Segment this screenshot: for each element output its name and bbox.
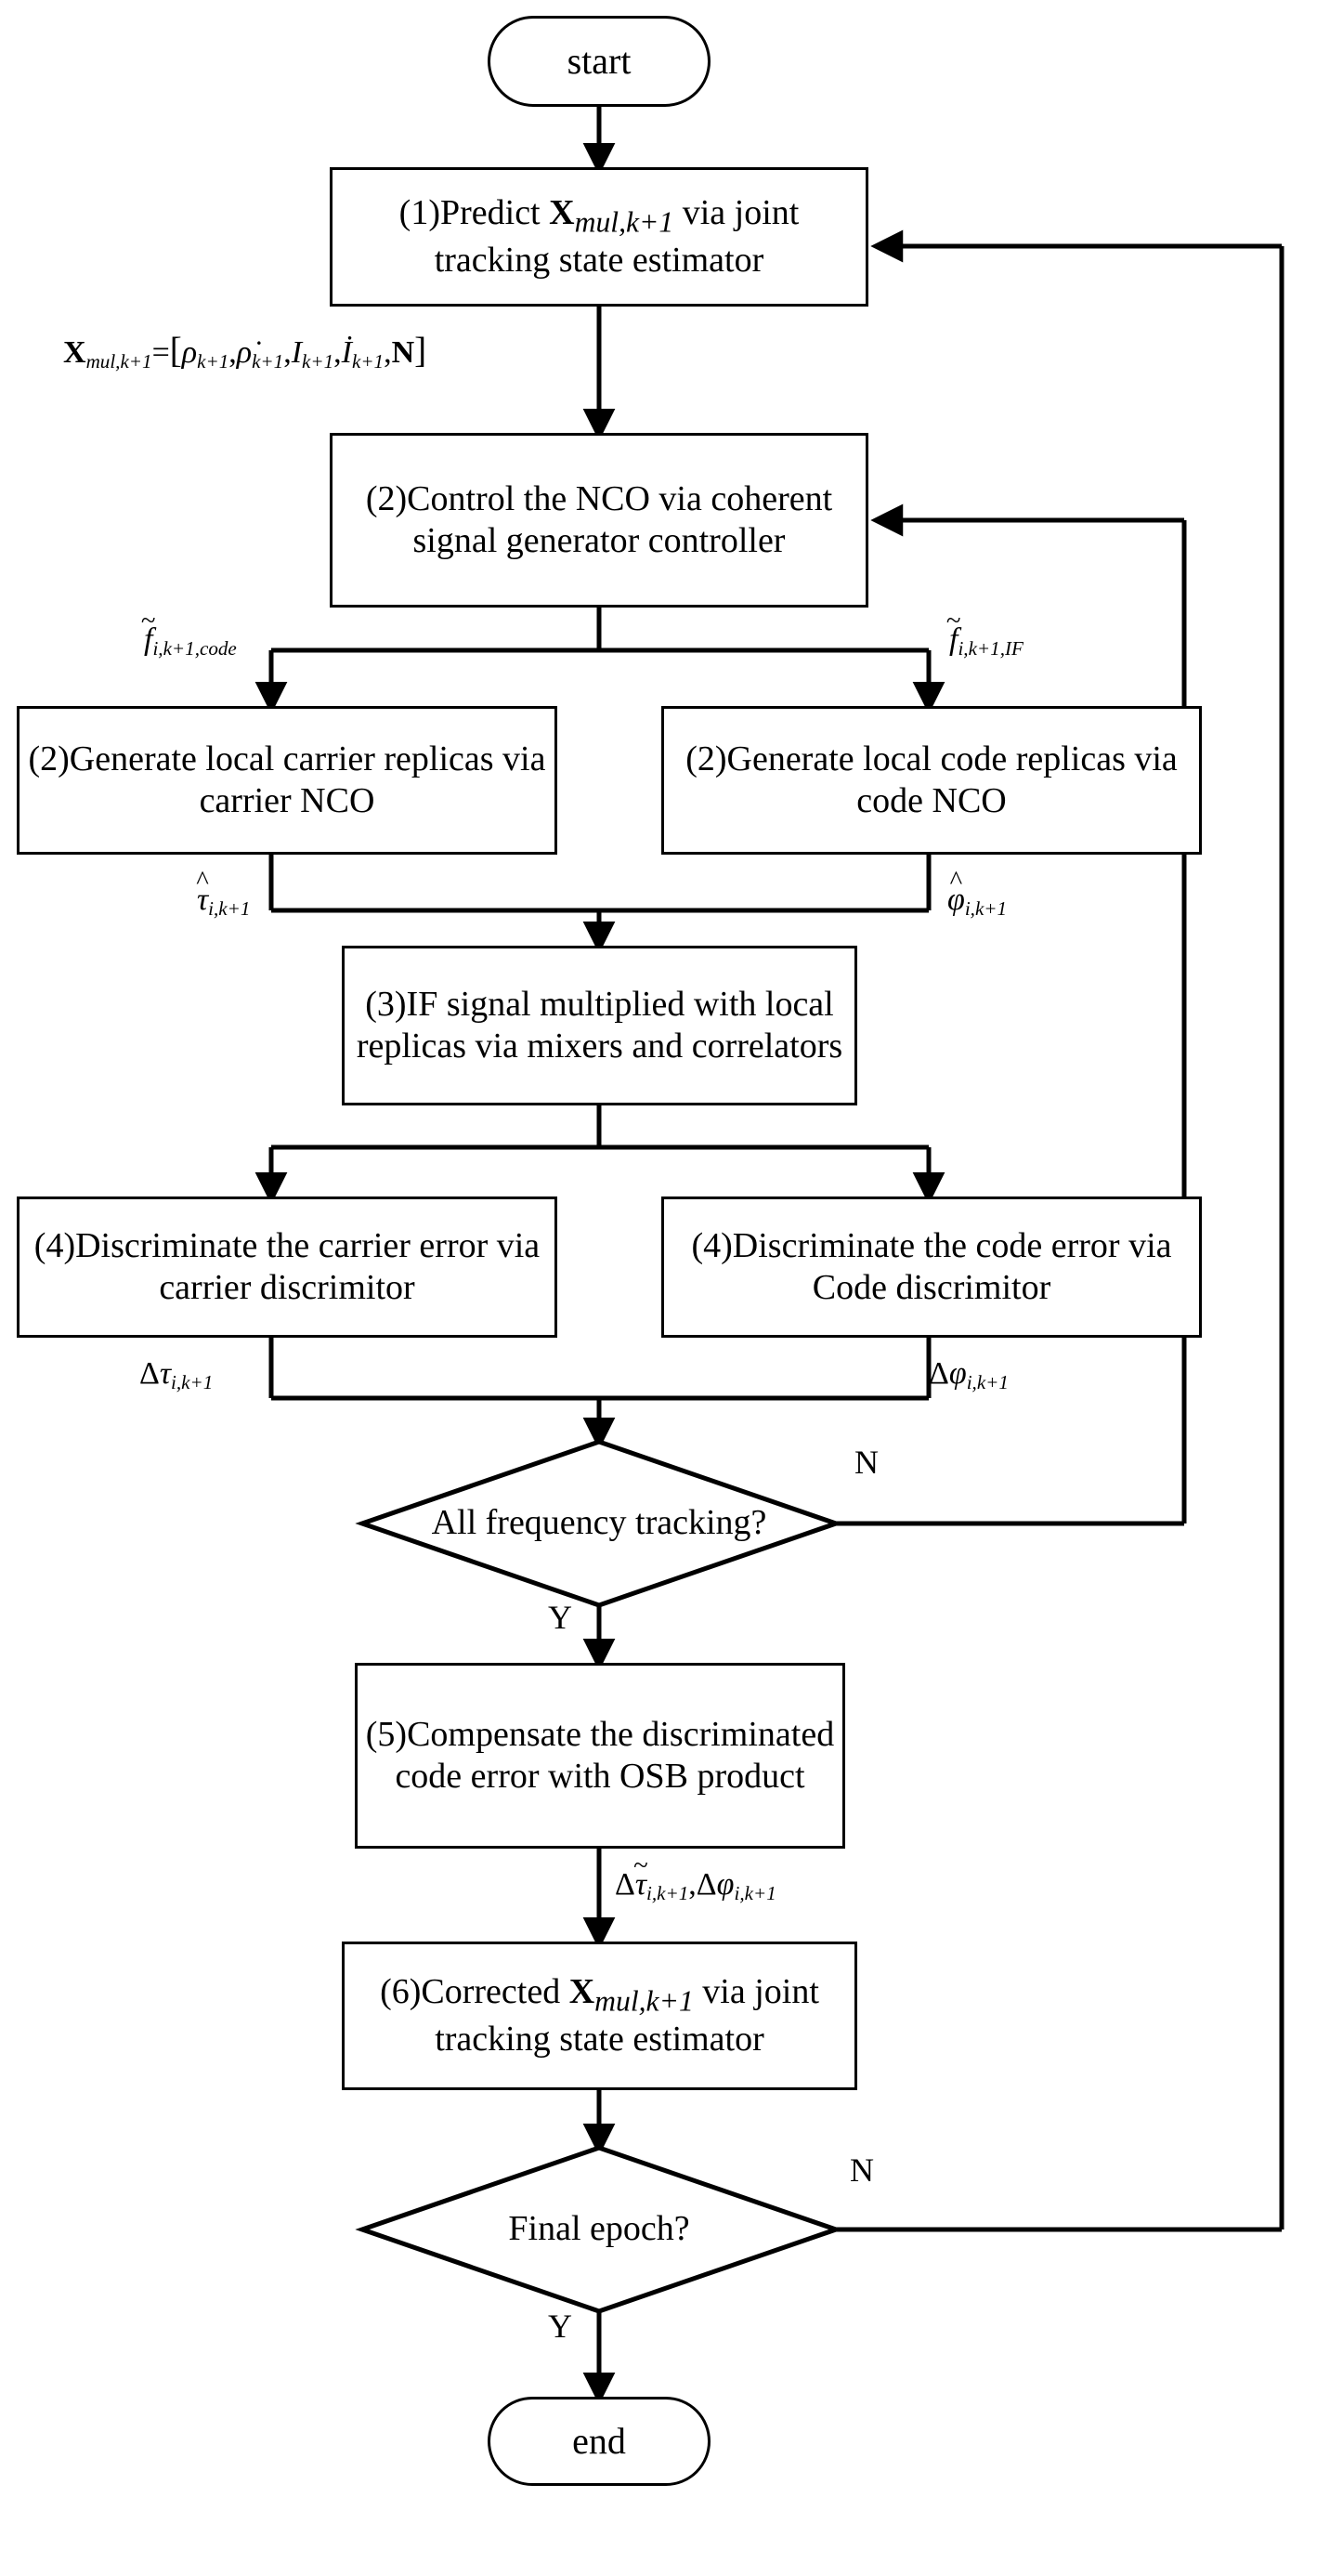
tilde-accent-icon: ~ <box>633 1850 648 1881</box>
edge-label-dec1-yes: Y <box>548 1599 572 1636</box>
tau-hat-sub: i,k+1 <box>208 896 251 920</box>
f-if-base: f <box>949 622 958 657</box>
state-vector-term-3: İ <box>341 335 352 370</box>
delta-tau-base: τ <box>159 1356 172 1391</box>
edge-label-dec1-no: N <box>854 1444 879 1481</box>
node-control-nco: (2)Control the NCO via coherent signal g… <box>330 433 868 608</box>
node-end-label: end <box>572 2420 626 2463</box>
edge-label-f-code: ~fi,k+1,code <box>141 608 237 660</box>
node-control-nco-label: (2)Control the NCO via coherent signal g… <box>365 479 833 560</box>
delta-pair-second-delta: Δ <box>696 1867 717 1902</box>
phi-hat-base: φ <box>947 883 965 917</box>
node-compensate-code-error-label: (5)Compensate the discriminated code err… <box>365 1715 835 1796</box>
node-discriminate-code-error: (4)Discriminate the code error via Code … <box>661 1196 1202 1338</box>
edge-label-phi-hat: ^φi,k+1 <box>947 868 1008 920</box>
node-generate-carrier-replicas: (2)Generate local carrier replicas via c… <box>17 706 557 855</box>
edge-label-delta-tau: Δτi,k+1 <box>139 1358 213 1393</box>
phi-hat-sub: i,k+1 <box>964 896 1008 920</box>
edge-label-f-if: ~fi,k+1,IF <box>946 608 1024 660</box>
f-if-sub: i,k+1,IF <box>958 636 1024 660</box>
node-generate-code-replicas: (2)Generate local code replicas via code… <box>661 706 1202 855</box>
delta-pair-first-delta: Δ <box>615 1867 635 1902</box>
node-all-frequency-tracking-label: All frequency tracking? <box>431 1503 767 1543</box>
state-vector-term-2-sub: k+1 <box>302 349 334 373</box>
tau-hat-base: τ <box>197 883 209 917</box>
edge-label-state-vector: Xmul,k+1=[ρk+1,ρ̇k+1,Ik+1,İk+1,N] <box>63 331 427 373</box>
delta-pair-second-base: φ <box>716 1867 735 1902</box>
f-code-base: f <box>144 622 153 657</box>
node-discriminate-carrier-error: (4)Discriminate the carrier error via ca… <box>17 1196 557 1338</box>
delta-pair-comma: , <box>688 1867 697 1902</box>
node-discriminate-carrier-error-label: (4)Discriminate the carrier error via ca… <box>33 1226 541 1307</box>
state-vector-term-4: N <box>391 335 415 370</box>
node-start: start <box>488 16 711 107</box>
state-vector-lhs-sub: mul,k+1 <box>85 349 152 373</box>
edge-label-delta-phi: Δφi,k+1 <box>929 1358 1009 1393</box>
f-code-sub: i,k+1,code <box>152 636 237 660</box>
edge-label-delta-pair: Δ~τi,k+1,Δφi,k+1 <box>615 1852 776 1904</box>
state-var-subscript: mul,k+1 <box>574 205 674 239</box>
node-end: end <box>488 2397 711 2486</box>
state-vector-eq: = <box>151 335 170 370</box>
state-vector-term-2: I <box>291 335 303 370</box>
node-all-frequency-tracking: All frequency tracking? <box>355 1439 843 1608</box>
node-corrected-state-label: (6)Corrected Xmul,k+1 via joint tracking… <box>380 1972 819 2059</box>
node-if-signal-multiply-label: (3)IF signal multiplied with local repli… <box>356 985 843 1066</box>
state-var-symbol: X <box>549 193 575 233</box>
state-vector-term-1-sub: k+1 <box>252 349 284 373</box>
delta-pair-first-sub: i,k+1 <box>646 1881 689 1904</box>
corrected-state-var-subscript: mul,k+1 <box>594 1984 694 2018</box>
tilde-accent-icon: ~ <box>140 606 156 636</box>
state-vector-term-0-sub: k+1 <box>197 349 229 373</box>
node-generate-code-replicas-label: (2)Generate local code replicas via code… <box>685 739 1178 820</box>
tilde-accent-icon: ~ <box>945 606 961 636</box>
edge-label-dec2-yes: Y <box>548 2308 572 2345</box>
hat-accent-icon: ^ <box>949 866 963 896</box>
node-discriminate-code-error-label: (4)Discriminate the code error via Code … <box>691 1226 1172 1307</box>
node-corrected-state: (6)Corrected Xmul,k+1 via joint tracking… <box>342 1942 857 2090</box>
node-generate-carrier-replicas-label: (2)Generate local carrier replicas via c… <box>28 739 546 820</box>
node-compensate-code-error: (5)Compensate the discriminated code err… <box>355 1663 845 1849</box>
state-vector-term-3-sub: k+1 <box>351 349 385 373</box>
state-vector-close-bracket: ] <box>414 331 427 371</box>
delta-pair-first-base: τ <box>634 1867 647 1902</box>
state-vector-open-bracket: [ <box>169 331 182 371</box>
delta-tau-delta: Δ <box>139 1356 160 1391</box>
hat-accent-icon: ^ <box>196 866 209 896</box>
delta-phi-sub: i,k+1 <box>966 1370 1009 1393</box>
state-vector-term-0: ρ <box>181 335 198 370</box>
delta-phi-delta: Δ <box>929 1356 949 1391</box>
edge-label-tau-hat: ^τi,k+1 <box>196 868 251 920</box>
node-final-epoch: Final epoch? <box>355 2145 843 2314</box>
node-final-epoch-label: Final epoch? <box>508 2209 690 2249</box>
delta-pair-second-sub: i,k+1 <box>734 1881 776 1904</box>
node-predict-state: (1)Predict Xmul,k+1 via joint tracking s… <box>330 167 868 307</box>
state-vector-term-1: ρ̇ <box>236 335 253 370</box>
node-start-label: start <box>567 40 632 83</box>
node-if-signal-multiply: (3)IF signal multiplied with local repli… <box>342 946 857 1105</box>
delta-phi-base: φ <box>948 1356 967 1391</box>
edge-label-dec2-no: N <box>850 2151 874 2189</box>
node-predict-state-label: (1)Predict Xmul,k+1 via joint tracking s… <box>398 193 800 281</box>
state-vector-lhs: X <box>63 335 86 370</box>
corrected-state-var-symbol: X <box>568 1972 595 2012</box>
delta-tau-sub: i,k+1 <box>171 1370 214 1393</box>
